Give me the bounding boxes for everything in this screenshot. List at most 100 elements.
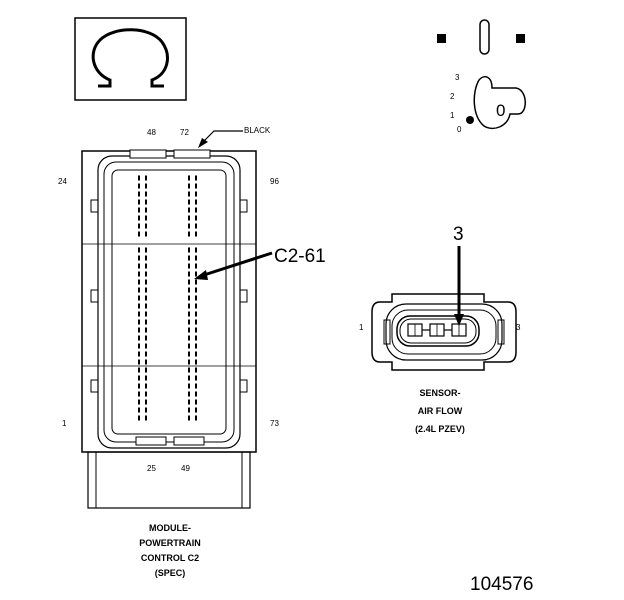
terminal-cavity xyxy=(188,335,190,341)
terminal-cavity xyxy=(188,343,190,349)
terminal-cavity xyxy=(138,311,140,317)
terminal-cavity xyxy=(138,255,140,261)
terminal-cavity xyxy=(145,287,147,293)
terminal-cavity xyxy=(145,207,147,213)
pin-number-24: 24 xyxy=(58,177,67,186)
terminal-cavity xyxy=(188,191,190,197)
terminal-cavity xyxy=(138,303,140,309)
terminal-cavity xyxy=(195,399,197,405)
key-label: 0 xyxy=(496,101,505,120)
terminal-cavity xyxy=(145,311,147,317)
terminal-cavity xyxy=(138,391,140,397)
terminal-cavity xyxy=(195,407,197,413)
terminal-cavity xyxy=(145,231,147,237)
terminal-cavity xyxy=(195,255,197,261)
terminal-cavity xyxy=(145,399,147,405)
terminal-cavity xyxy=(138,327,140,333)
terminal-cavity xyxy=(188,415,190,421)
terminal-cavity xyxy=(145,255,147,261)
terminal-cavity xyxy=(188,391,190,397)
terminal-cavity xyxy=(138,207,140,213)
terminal-cavity xyxy=(188,207,190,213)
terminal-cavity xyxy=(145,327,147,333)
terminal-cavity xyxy=(145,295,147,301)
terminal-cavity xyxy=(145,319,147,325)
terminal-cavity xyxy=(188,183,190,189)
terminal-cavity xyxy=(145,183,147,189)
terminal-cavity xyxy=(188,271,190,277)
terminal-cavity xyxy=(138,343,140,349)
terminal-cavity xyxy=(138,287,140,293)
terminal-cavity xyxy=(188,399,190,405)
terminal-cavity xyxy=(188,367,190,373)
terminal-cavity xyxy=(138,399,140,405)
pin-number-72: 72 xyxy=(180,128,189,137)
terminal-cavity xyxy=(195,359,197,365)
sensor-callout: 3 xyxy=(453,224,464,245)
terminal-cavity xyxy=(138,375,140,381)
terminal-cavity xyxy=(188,287,190,293)
terminal-cavity xyxy=(138,279,140,285)
terminal-cavity xyxy=(188,303,190,309)
terminal-cavity xyxy=(145,271,147,277)
terminal-cavity xyxy=(138,223,140,229)
pin-callout: C2-61 xyxy=(274,246,326,267)
terminal-cavity xyxy=(145,415,147,421)
sensor-pin-3: 3 xyxy=(516,323,521,332)
terminal-cavity xyxy=(195,375,197,381)
terminal-cavity xyxy=(195,287,197,293)
terminal-cavity xyxy=(145,279,147,285)
terminal-cavity xyxy=(145,359,147,365)
sensor-caption-line-2: AIR FLOW xyxy=(418,406,463,416)
terminal-cavity xyxy=(195,247,197,253)
terminal-cavity xyxy=(188,351,190,357)
terminal-cavity xyxy=(138,175,140,181)
terminal-cavity xyxy=(195,223,197,229)
pcm-caption-line-2: POWERTRAIN xyxy=(139,538,201,548)
sensor-caption-line-3: (2.4L PZEV) xyxy=(415,424,465,434)
terminal-cavity xyxy=(145,335,147,341)
terminal-cavity xyxy=(138,271,140,277)
terminal-cavity xyxy=(138,359,140,365)
terminal-cavity xyxy=(188,327,190,333)
pcm-caption-line-1: MODULE- xyxy=(149,523,191,533)
terminal-cavity xyxy=(195,271,197,277)
pin-field xyxy=(138,175,197,421)
terminal-cavity xyxy=(195,183,197,189)
terminal-cavity xyxy=(195,207,197,213)
terminal-cavity xyxy=(145,263,147,269)
terminal-cavity xyxy=(188,295,190,301)
terminal-cavity xyxy=(138,247,140,253)
terminal-cavity xyxy=(195,231,197,237)
terminal-cavity xyxy=(195,295,197,301)
terminal-cavity xyxy=(188,263,190,269)
terminal-cavity xyxy=(188,255,190,261)
pin-number-73: 73 xyxy=(270,419,279,428)
terminal-cavity xyxy=(195,327,197,333)
terminal-cavity xyxy=(195,367,197,373)
terminal-cavity xyxy=(188,319,190,325)
terminal-cavity xyxy=(145,247,147,253)
terminal-cavity xyxy=(195,303,197,309)
ignition-key-icon: 0 3 2 1 0 xyxy=(437,19,526,134)
terminal-cavity xyxy=(195,191,197,197)
sensor-caption-line-1: SENSOR- xyxy=(419,388,460,398)
terminal-cavity xyxy=(138,415,140,421)
terminal-cavity xyxy=(138,183,140,189)
pin-number-96: 96 xyxy=(270,177,279,186)
key-position-1: 1 xyxy=(450,111,455,120)
terminal-cavity xyxy=(195,351,197,357)
terminal-cavity xyxy=(138,215,140,221)
terminal-cavity xyxy=(195,199,197,205)
terminal-cavity xyxy=(195,319,197,325)
terminal-cavity xyxy=(138,295,140,301)
terminal-cavity xyxy=(138,319,140,325)
terminal-cavity xyxy=(188,247,190,253)
terminal-cavity xyxy=(138,263,140,269)
terminal-cavity xyxy=(188,407,190,413)
terminal-cavity xyxy=(138,407,140,413)
terminal-cavity xyxy=(188,311,190,317)
terminal-cavity xyxy=(195,215,197,221)
pin-number-25: 25 xyxy=(147,464,156,473)
